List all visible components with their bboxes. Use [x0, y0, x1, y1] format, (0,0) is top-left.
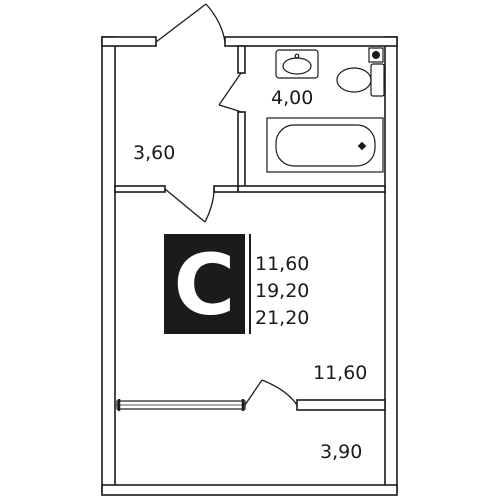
total-area-value: 19,20 — [255, 280, 309, 302]
balcony-window[interactable] — [116, 399, 246, 411]
wall-bath-bottom — [237, 185, 386, 193]
balcony-door[interactable] — [244, 379, 298, 406]
balcony-area: 3,90 — [320, 441, 362, 463]
wall-left — [101, 36, 116, 493]
bathroom-area: 4,00 — [271, 87, 313, 109]
bathroom-door[interactable] — [218, 72, 242, 113]
wall-bottom — [101, 484, 398, 496]
entrance-door[interactable] — [155, 3, 226, 43]
apartment-type-letter: С — [174, 236, 236, 334]
hall-area: 3,60 — [133, 142, 175, 164]
total-with-balcony-value: 21,20 — [255, 307, 309, 329]
sink-icon — [275, 49, 319, 79]
wall-right — [384, 36, 398, 493]
apartment-type-badge — [164, 234, 245, 334]
toilet-icon — [336, 63, 385, 97]
living-room-area: 11,60 — [313, 362, 367, 384]
room-door[interactable] — [164, 188, 215, 223]
wall-top-left — [101, 36, 157, 47]
wall-hall-bottom-right — [213, 185, 239, 193]
wall-bath-left-lower — [237, 111, 246, 192]
wall-bath-left-upper — [237, 45, 246, 74]
wall-hall-bottom-left — [114, 185, 166, 193]
wall-balcony-right — [296, 399, 386, 411]
living-area-value: 11,60 — [255, 253, 309, 275]
riser-icon — [368, 47, 384, 63]
wall-top-right — [224, 36, 398, 47]
bathtub-icon — [266, 117, 384, 173]
